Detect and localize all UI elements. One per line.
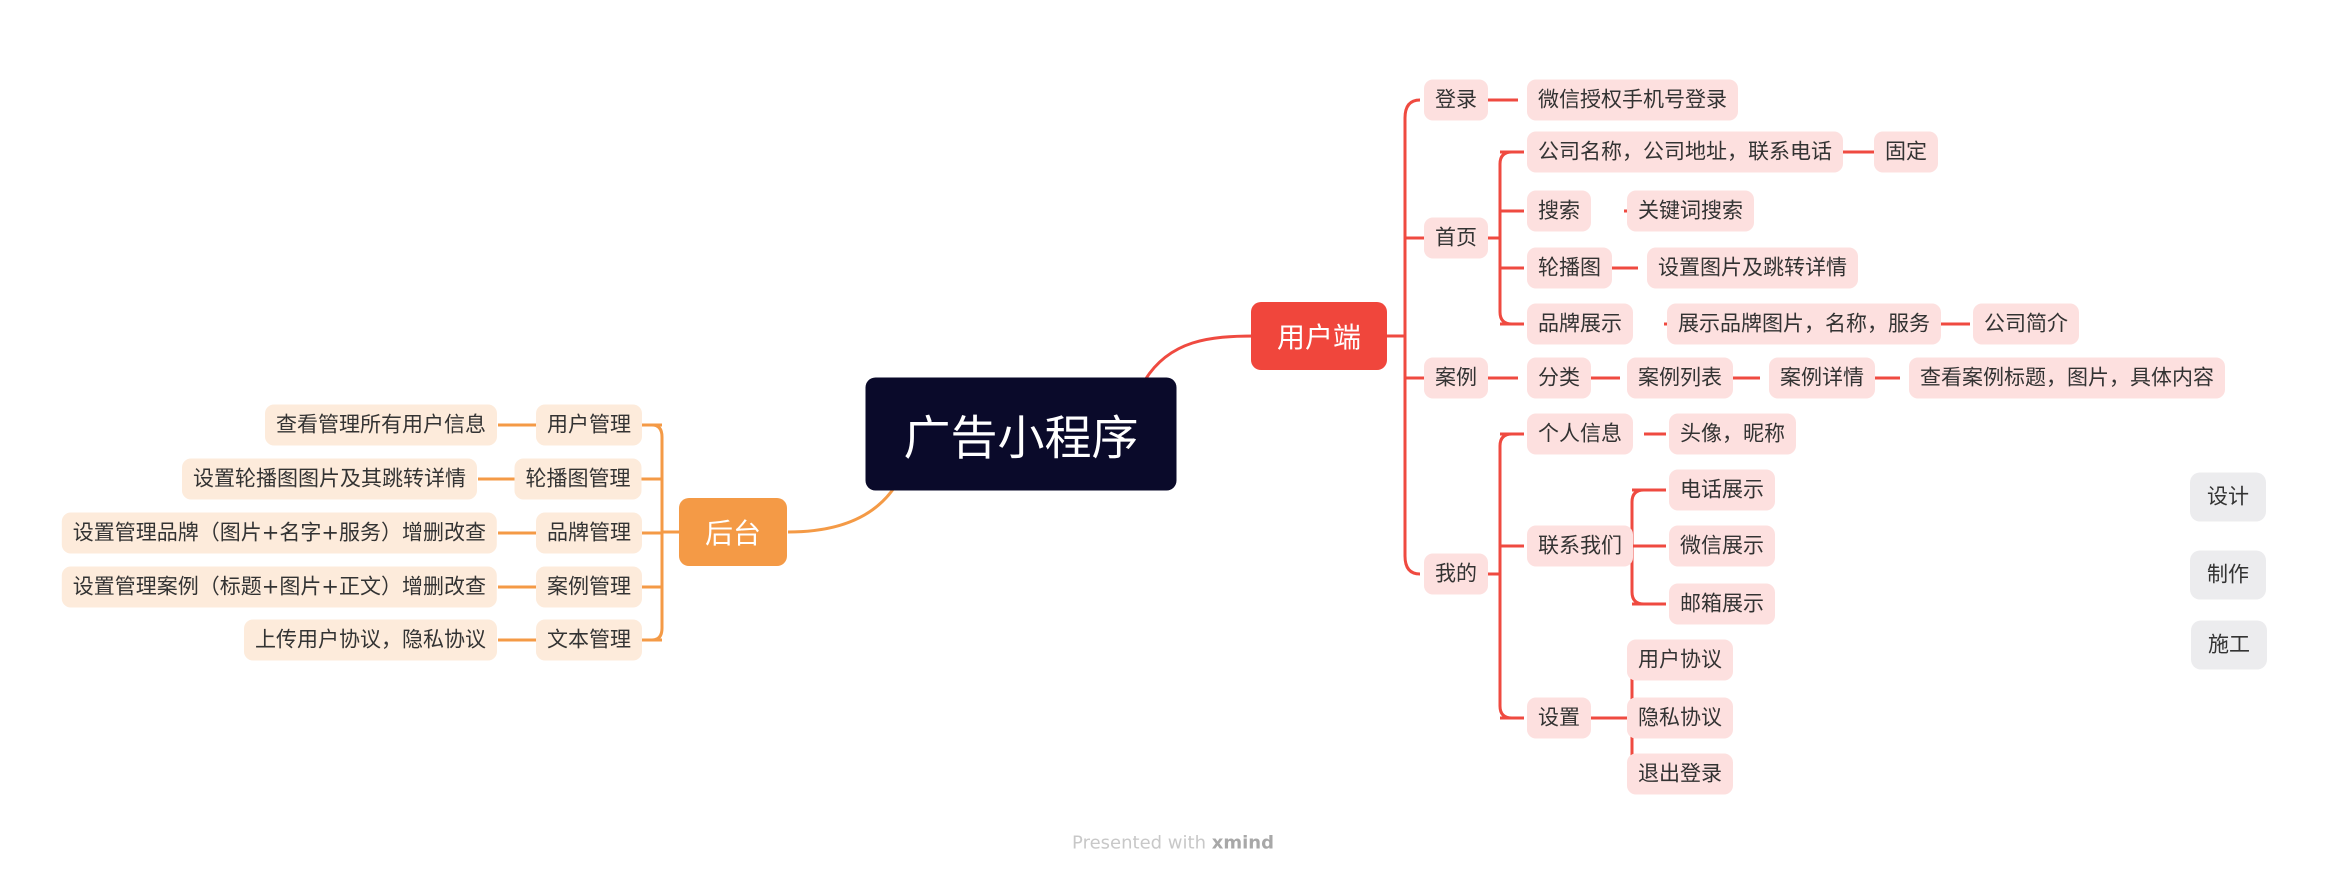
footer-prefix: Presented with [1072,832,1206,854]
topic-carousel-detail[interactable]: 设置图片及跳转详情 [1647,247,1858,289]
topic-user-agreement[interactable]: 用户协议 [1627,639,1733,681]
topic-avatar-nickname[interactable]: 头像，昵称 [1669,413,1796,455]
topic-email-display[interactable]: 邮箱展示 [1669,583,1775,625]
topic-company-intro[interactable]: 公司简介 [1973,303,2079,345]
topic-search[interactable]: 搜索 [1527,190,1591,232]
topic-settings[interactable]: 设置 [1527,697,1591,739]
topic-logout[interactable]: 退出登录 [1627,753,1733,795]
topic-carousel-management[interactable]: 轮播图管理 [514,458,642,500]
floating-topic-design[interactable]: 设计 [2190,472,2266,522]
topic-home[interactable]: 首页 [1424,217,1488,259]
topic-case-list[interactable]: 案例列表 [1627,357,1733,399]
xmind-logo-text: xmind [1211,832,1274,854]
floating-topic-production[interactable]: 制作 [2190,550,2266,600]
topic-category[interactable]: 分类 [1527,357,1591,399]
topic-user-management[interactable]: 用户管理 [536,404,642,446]
topic-text-management[interactable]: 文本管理 [536,619,642,661]
topic-company-info[interactable]: 公司名称，公司地址，联系电话 [1527,131,1843,173]
topic-fixed[interactable]: 固定 [1874,131,1938,173]
topic-cases[interactable]: 案例 [1424,357,1488,399]
topic-case-content[interactable]: 查看案例标题，图片，具体内容 [1909,357,2225,399]
topic-keyword-search[interactable]: 关键词搜索 [1627,190,1754,232]
presented-with-footer: Presented with xmind [1072,833,1274,854]
topic-phone-display[interactable]: 电话展示 [1669,469,1775,511]
topic-case-management[interactable]: 案例管理 [536,566,642,608]
topic-login[interactable]: 登录 [1424,79,1488,121]
admin-connectors [478,423,898,642]
topic-brand-detail[interactable]: 展示品牌图片，名称，服务 [1667,303,1941,345]
topic-privacy-agreement[interactable]: 隐私协议 [1627,697,1733,739]
topic-case-management-detail[interactable]: 设置管理案例（标题+图片+正文）增删改查 [61,566,497,608]
topic-wechat-phone-login[interactable]: 微信授权手机号登录 [1527,79,1738,121]
topic-brand-management[interactable]: 品牌管理 [536,512,642,554]
topic-user-management-detail[interactable]: 查看管理所有用户信息 [265,404,497,446]
topic-brand-management-detail[interactable]: 设置管理品牌（图片+名字+服务）增删改查 [61,512,497,554]
topic-carousel-management-detail[interactable]: 设置轮播图图片及其跳转详情 [182,458,477,500]
topic-wechat-display[interactable]: 微信展示 [1669,525,1775,567]
user-side-topic[interactable]: 用户端 [1250,302,1388,370]
admin-side-topic[interactable]: 后台 [678,498,788,566]
topic-mine[interactable]: 我的 [1424,553,1488,595]
topic-contact-us[interactable]: 联系我们 [1527,525,1633,567]
topic-text-management-detail[interactable]: 上传用户协议，隐私协议 [244,619,497,661]
topic-case-detail[interactable]: 案例详情 [1769,357,1875,399]
root-topic[interactable]: 广告小程序 [865,377,1177,491]
topic-carousel[interactable]: 轮播图 [1527,247,1612,289]
floating-topic-construction[interactable]: 施工 [2191,620,2267,670]
topic-brand-display[interactable]: 品牌展示 [1527,303,1633,345]
topic-personal-info[interactable]: 个人信息 [1527,413,1633,455]
